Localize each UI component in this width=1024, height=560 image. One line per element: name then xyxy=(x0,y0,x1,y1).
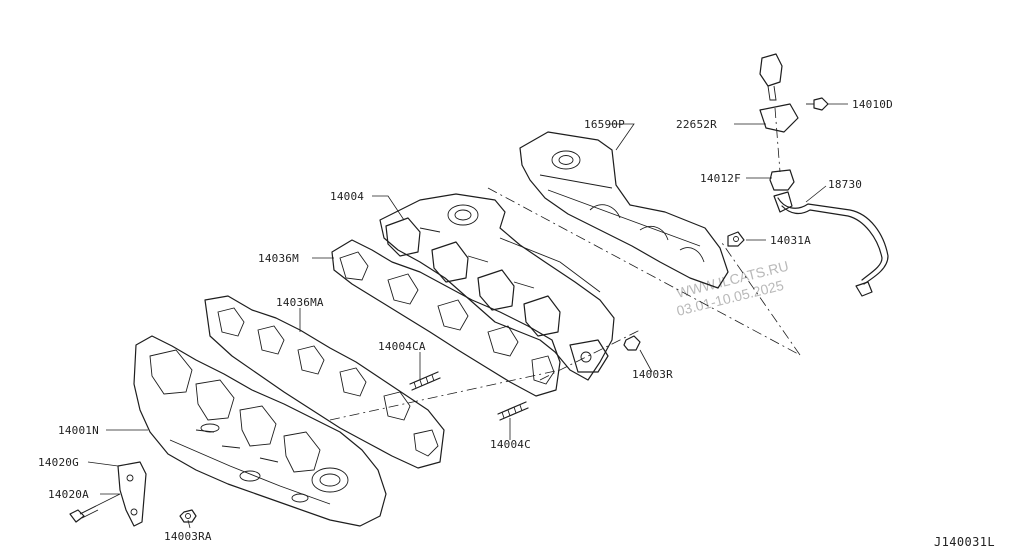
alignment-line-stud xyxy=(329,369,561,421)
intake-gasket xyxy=(204,295,445,469)
stud-lower xyxy=(497,401,529,421)
callout-14010D: 14010D xyxy=(852,98,893,111)
cover-nut xyxy=(727,231,745,247)
alignment-line-upper xyxy=(487,187,801,356)
callout-14036M: 14036M xyxy=(258,252,299,265)
callout-14031A: 14031A xyxy=(770,234,811,247)
leader-lines xyxy=(79,103,848,529)
alignment-line-lower xyxy=(719,239,801,356)
exhaust-gasket xyxy=(331,239,561,397)
alignment-line-mid xyxy=(539,329,641,381)
heat-shield-cover xyxy=(519,131,729,289)
callout-14001N: 14001N xyxy=(58,424,99,437)
callout-14020G: 14020G xyxy=(38,456,79,469)
temperature-sensor xyxy=(759,53,799,133)
pressure-tube xyxy=(773,191,889,297)
exhaust-nut xyxy=(623,335,641,351)
callout-18730: 18730 xyxy=(828,178,862,191)
callout-14020A: 14020A xyxy=(48,488,89,501)
callout-14004C: 14004C xyxy=(490,438,531,451)
callout-14004: 14004 xyxy=(330,190,364,203)
tube-clip xyxy=(769,169,795,191)
exhaust-manifold xyxy=(379,193,615,381)
callout-14012F: 14012F xyxy=(700,172,741,185)
callout-16590P: 16590P xyxy=(584,118,625,131)
callout-14004CA: 14004CA xyxy=(378,340,426,353)
callout-14036MA: 14036MA xyxy=(276,296,324,309)
bracket xyxy=(117,461,147,527)
callout-14003RA: 14003RA xyxy=(164,530,212,543)
intake-manifold xyxy=(133,335,387,527)
callout-14003R: 14003R xyxy=(632,368,673,381)
diagram-reference-code: J140031L xyxy=(934,535,995,549)
bracket-bolt xyxy=(69,505,99,523)
intake-nut xyxy=(179,509,197,523)
stud-upper xyxy=(409,371,441,391)
callout-22652R: 22652R xyxy=(676,118,717,131)
alignment-line-sensor xyxy=(774,107,781,173)
sensor-bolt xyxy=(806,97,829,111)
